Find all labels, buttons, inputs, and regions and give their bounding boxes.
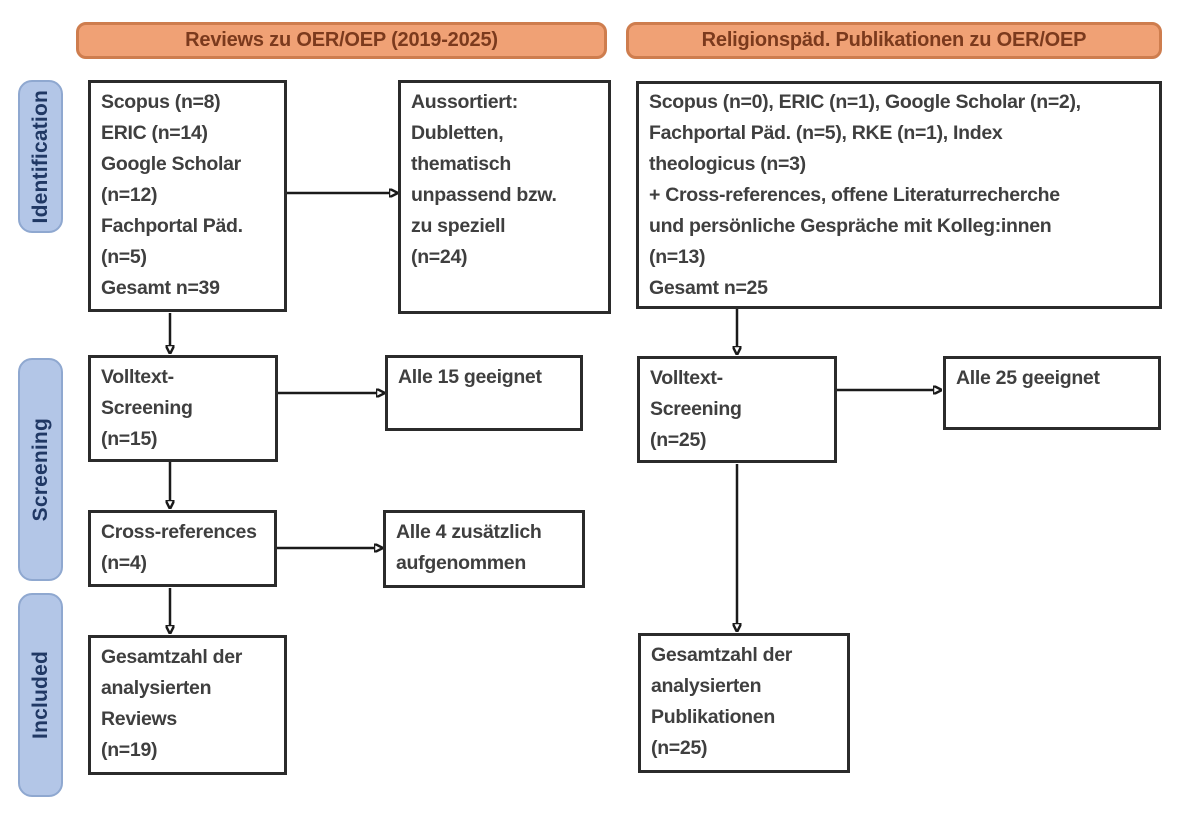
stage-label-screening: Screening	[18, 358, 63, 581]
box-reviews-sources: Scopus (n=8) ERIC (n=14) Google Scholar …	[88, 80, 287, 312]
column-header-reviews-label: Reviews zu OER/OEP (2019-2025)	[185, 29, 498, 51]
box-religionspaed-sources: Scopus (n=0), ERIC (n=1), Google Scholar…	[636, 81, 1162, 309]
column-header-religionspaed: Religionspäd. Publikationen zu OER/OEP	[626, 22, 1162, 59]
box-religionspaed-fulltext-screening: Volltext- Screening (n=25)	[637, 356, 837, 463]
box-reviews-fulltext-result: Alle 15 geeignet	[385, 355, 583, 431]
box-reviews-fulltext-screening: Volltext- Screening (n=15)	[88, 355, 278, 462]
stage-label-included: Included	[18, 593, 63, 797]
stage-label-identification: Identification	[18, 80, 63, 233]
box-reviews-excluded: Aussortiert: Dubletten, thematisch unpas…	[398, 80, 611, 314]
stage-label-screening-text: Screening	[28, 417, 52, 522]
box-religionspaed-fulltext-result: Alle 25 geeignet	[943, 356, 1161, 430]
column-header-reviews: Reviews zu OER/OEP (2019-2025)	[76, 22, 607, 59]
box-reviews-cross-references: Cross-references (n=4)	[88, 510, 277, 587]
column-header-religionspaed-label: Religionspäd. Publikationen zu OER/OEP	[701, 29, 1087, 51]
box-reviews-included-total: Gesamtzahl der analysierten Reviews (n=1…	[88, 635, 287, 775]
box-reviews-cross-references-result: Alle 4 zusätzlich aufgenommen	[383, 510, 585, 588]
stage-label-included-text: Included	[28, 651, 52, 739]
box-religionspaed-included-total: Gesamtzahl der analysierten Publikatione…	[638, 633, 850, 773]
stage-label-identification-text: Identification	[28, 89, 52, 224]
